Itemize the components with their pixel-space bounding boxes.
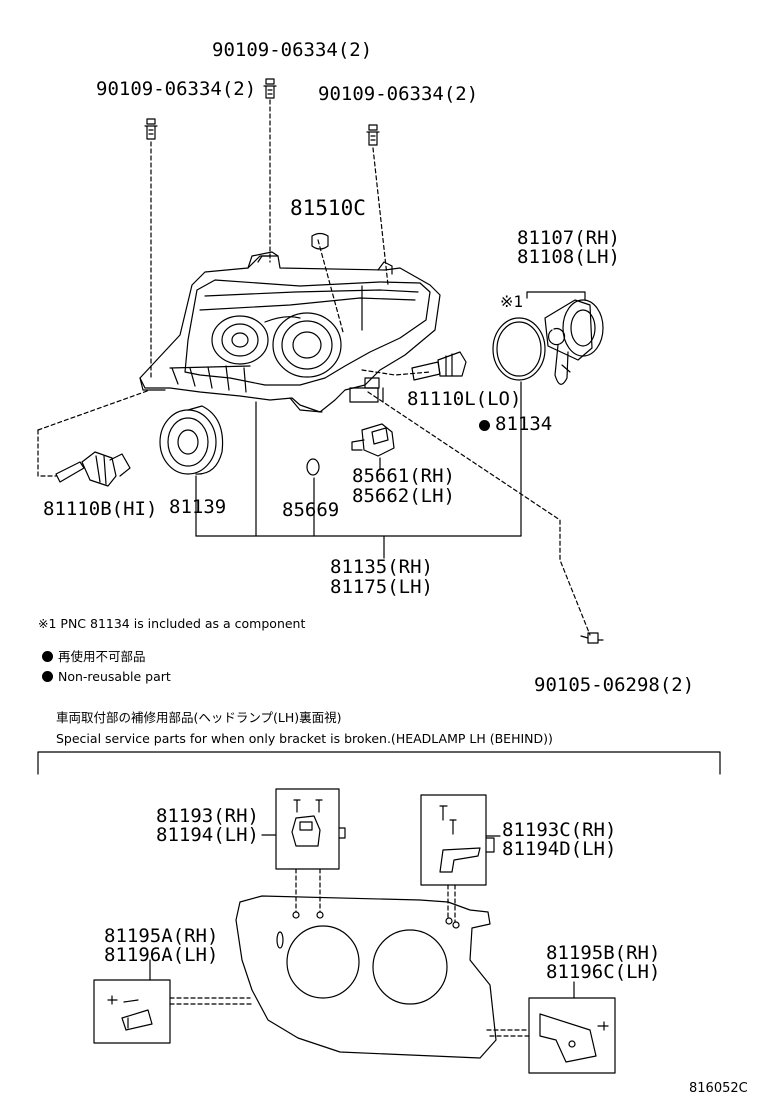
label-85669: 85669 (282, 499, 340, 521)
socket-leader (526, 291, 586, 301)
label-85662-lh: 85662(LH) (352, 485, 455, 507)
label-bolt-top: 90109-06334(2) (212, 39, 373, 61)
component-note: ※1 PNC 81134 is included as a component (38, 616, 306, 631)
headlamp-assembly (139, 251, 441, 413)
cover-ring-81139 (159, 405, 224, 475)
label-bolt-left: 90109-06334(2) (96, 78, 257, 100)
gasket-85669 (306, 458, 320, 476)
label-81193-rh: 81193(RH) (156, 805, 259, 827)
bracket-81193c-inset (420, 794, 495, 886)
label-81510c: 81510C (290, 196, 366, 220)
label-81193c-rh: 81193C(RH) (502, 819, 617, 841)
figure-code: 816052C (689, 1081, 748, 1096)
label-85661-rh: 85661(RH) (352, 465, 455, 487)
assembly-guides (37, 369, 591, 636)
nonreusable-en: Non-reusable part (42, 670, 171, 684)
bracket-81193-inset (275, 788, 346, 870)
label-bolt-right: 90109-06334(2) (318, 83, 479, 105)
special-parts-jp: 車両取付部の補修用部品(ヘッドランプ(LH)裏面視) (56, 710, 342, 725)
label-81135-rh: 81135(RH) (330, 556, 433, 578)
label-81134: 81134 (479, 414, 552, 434)
bracket-guides (169, 868, 530, 1037)
label-90105: 90105-06298(2) (534, 674, 695, 696)
bracket-leaders (149, 834, 575, 999)
label-81110b: 81110B(HI) (43, 498, 158, 520)
legend-dot-icon (42, 671, 53, 682)
nonreusable-en-text: Non-reusable part (58, 669, 171, 684)
label-81134-text: 81134 (495, 413, 553, 435)
label-81194-lh: 81194(LH) (156, 824, 259, 846)
label-81196a-lh: 81196A(LH) (104, 944, 219, 966)
special-parts-frame (37, 751, 721, 775)
bolt-right (366, 124, 380, 146)
label-81139: 81139 (169, 496, 227, 518)
screw-90105 (580, 632, 604, 644)
bulb-81510c (311, 232, 329, 250)
nonreusable-jp: 再使用不可部品 (42, 650, 146, 664)
label-81175-lh: 81175(LH) (330, 576, 433, 598)
assembly-leaders (195, 285, 522, 559)
nonreusable-jp-text: 再使用不可部品 (58, 649, 146, 664)
special-parts-en: Special service parts for when only brac… (56, 731, 553, 746)
headlamp-back-view (235, 895, 497, 1059)
bulb-81110l (411, 351, 467, 381)
bracket-81195b-inset (528, 997, 616, 1074)
bracket-81195a-inset (93, 979, 171, 1044)
non-reusable-dot-icon (479, 420, 490, 431)
label-81107-rh: 81107(RH) (517, 227, 620, 249)
label-81196c-lh: 81196C(LH) (546, 961, 661, 983)
bolt-top (263, 78, 277, 99)
bolt-guides (150, 99, 389, 381)
label-81108-lh: 81108(LH) (517, 246, 620, 268)
label-81195a-rh: 81195A(RH) (104, 925, 219, 947)
leveling-actuator (351, 423, 395, 457)
label-ref-mark: ※1 (500, 292, 524, 311)
label-81195b-rh: 81195B(RH) (546, 942, 661, 964)
bulb-81110b (55, 451, 131, 487)
label-81110l: 81110L(LO) (407, 388, 522, 410)
headlamp-socket (544, 299, 604, 385)
o-ring-81134 (492, 317, 546, 381)
label-81194d-lh: 81194D(LH) (502, 838, 617, 860)
legend-dot-icon (42, 651, 53, 662)
bolt-left (144, 118, 158, 140)
